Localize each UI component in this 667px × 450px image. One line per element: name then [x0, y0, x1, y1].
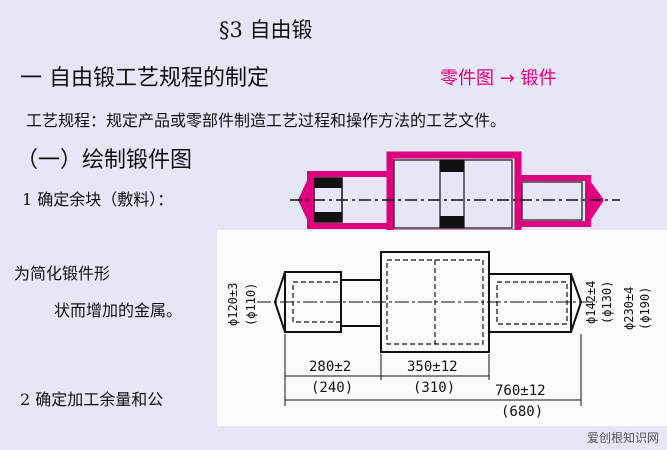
dim-len-2-part: (310): [413, 380, 455, 396]
fill-block-left-top: [314, 178, 342, 188]
fill-block-center-bottom: [440, 216, 464, 228]
right-chamfer: [588, 178, 604, 224]
dim-right-dia-1-part: (ϕ130): [600, 281, 614, 324]
drawing-right-chamfer: [570, 273, 583, 333]
forging-drawing-panel: 280±2 (240) 350±12 (310) 760±12 (680) ϕ1…: [217, 230, 667, 426]
dim-left-dia: ϕ120±3: [226, 283, 240, 326]
drawing-step: [340, 279, 382, 327]
point-1: 1 确定余块（敷料）：: [22, 190, 174, 209]
point-2: 2 确定加工余量和公: [20, 390, 164, 409]
right-shaft: [515, 175, 591, 227]
watermark: 爱创根知识网: [586, 431, 659, 445]
left-chamfer: [298, 174, 310, 226]
drawing-part-right: [496, 281, 568, 325]
drawing-right-shaft: [488, 273, 572, 333]
dim-right-dia-1: ϕ142±4: [584, 281, 598, 324]
dim-len-1-part: (240): [311, 380, 353, 396]
dim-len-2: 350±12: [407, 359, 458, 375]
fill-block-center-top: [440, 160, 464, 172]
definition-text: 工艺规程：规定产品或零部件制造工艺过程和操作方法的工艺文件。: [26, 111, 507, 130]
dim-right-dia-2: ϕ230±4: [622, 287, 636, 330]
subheading: （一）绘制锻件图: [16, 148, 193, 173]
dim-len-total: 760±12: [495, 383, 546, 399]
section-title: §3 自由锻: [219, 18, 313, 42]
point-1-desc-line2: 状而增加的金属。: [54, 301, 183, 320]
dim-left-dia-part: (ϕ110): [244, 283, 258, 326]
dim-len-total-part: (680): [501, 404, 543, 420]
slide-heading: 一 自由锻工艺规程的制定: [20, 66, 269, 91]
accent-note: 零件图 → 锻件: [440, 68, 557, 89]
fill-block-left-bottom: [314, 212, 342, 222]
dim-len-1: 280±2: [309, 359, 351, 375]
point-1-desc-line1: 为简化锻件形: [14, 264, 111, 283]
forging-outline-diagram: [290, 151, 620, 237]
inner-part-right-shaft: [521, 181, 583, 221]
dim-right-dia-2-part: (ϕ190): [638, 287, 652, 330]
